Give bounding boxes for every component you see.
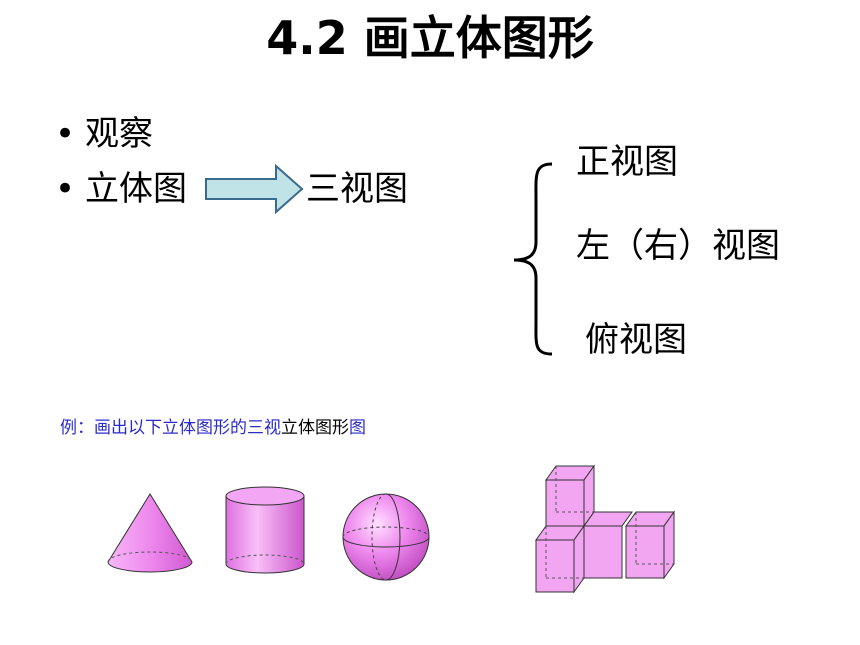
example-prefix: 例：画出以下立体图形的三视 bbox=[60, 418, 281, 438]
top-view-label: 俯视图 bbox=[585, 320, 687, 360]
stacked-cubes-figure bbox=[535, 464, 675, 594]
example-prompt: 例：画出以下立体图形的三视立体图形图 bbox=[60, 416, 366, 440]
bullet-observe: •观察 bbox=[55, 112, 153, 156]
bullet-text-solid: 立体图 bbox=[85, 169, 187, 209]
bullet-solid-figure: •立体图 bbox=[55, 167, 187, 211]
bullet-text-observe: 观察 bbox=[85, 114, 153, 154]
front-view-label: 正视图 bbox=[576, 142, 678, 182]
left-brace bbox=[513, 162, 553, 356]
right-arrow-icon bbox=[205, 163, 304, 215]
cylinder-figure bbox=[225, 486, 305, 574]
example-middle: 立体图形 bbox=[281, 418, 349, 438]
sphere-figure bbox=[342, 493, 430, 581]
cone-figure bbox=[107, 493, 193, 573]
side-view-label: 左（右）视图 bbox=[576, 226, 780, 266]
bullet-marker: • bbox=[55, 114, 76, 154]
bullet-marker: • bbox=[55, 169, 76, 209]
example-suffix: 图 bbox=[349, 418, 366, 438]
three-views-label: 三视图 bbox=[306, 169, 408, 209]
page-title: 4.2 画立体图形 bbox=[266, 11, 594, 65]
